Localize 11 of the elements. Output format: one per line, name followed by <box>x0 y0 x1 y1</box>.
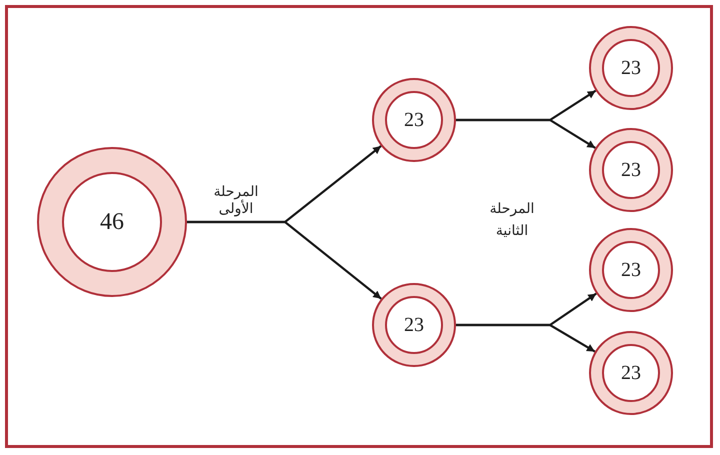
arrow <box>456 118 596 149</box>
cell-number: 23 <box>621 56 641 81</box>
stage-label: المرحلة الثانية <box>488 200 536 241</box>
cell-number: 23 <box>621 258 641 283</box>
arrow <box>456 324 596 353</box>
arrow <box>187 220 382 300</box>
cell-number: 23 <box>621 361 641 386</box>
cell-number: 46 <box>100 208 124 237</box>
cell-number: 23 <box>404 313 424 338</box>
cell-number: 23 <box>621 158 641 183</box>
cell-number: 23 <box>404 108 424 133</box>
